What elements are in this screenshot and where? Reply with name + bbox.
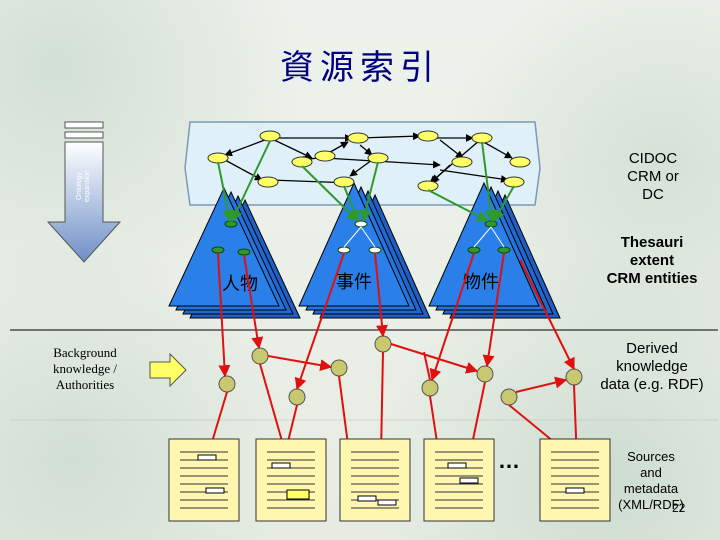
ontology-to-thesauri-links [217, 140, 515, 223]
thesaurus-edges [343, 226, 505, 248]
ellipsis: … [498, 448, 520, 473]
page-title: 資源索引 [280, 48, 440, 88]
cidoc-label-line: CRM or [627, 168, 679, 185]
source-document [168, 438, 240, 522]
ontology-expansion-line: expansion [84, 170, 91, 202]
source-document [539, 438, 611, 522]
thesaurus-label-objects: 物件 [463, 272, 499, 293]
thesauri-label-line: Thesauri [620, 234, 684, 251]
derived-knowledge-label: Derived knowledge data (e.g. RDF) [592, 340, 712, 394]
thesaurus-label-people: 人物 [222, 274, 258, 295]
thesaurus-stack-people [168, 186, 301, 319]
cidoc-label: CIDOC CRM or DC [608, 150, 698, 204]
source-document [255, 438, 327, 522]
thesaurus-nodes [211, 220, 511, 256]
thesaurus-label-events: 事件 [336, 272, 372, 293]
ontology-expansion-label: Ontology expansion [76, 156, 92, 216]
thesauri-label-line: extent [629, 252, 675, 269]
sources-label-line: metadata [623, 481, 679, 496]
source-document [339, 438, 411, 522]
background-label-line: Background [53, 345, 117, 360]
sources-label-line: Sources [627, 449, 675, 464]
ontology-expansion-arrow [46, 121, 122, 263]
ontology-expansion-line: Ontology [76, 171, 83, 201]
background-arrow [149, 352, 187, 388]
source-documents [168, 438, 611, 522]
cidoc-label-line: DC [642, 186, 664, 203]
sources-label-line: (XML/RDF) [618, 497, 684, 512]
derived-label-line: Derived [626, 340, 678, 357]
background-label-line: knowledge / [53, 361, 117, 376]
derived-nodes [218, 335, 583, 406]
derived-label-line: data (e.g. RDF) [600, 376, 704, 393]
thesauri-label-line: CRM entities [606, 270, 698, 287]
source-document [423, 438, 495, 522]
derived-label-line: knowledge [616, 358, 688, 375]
cidoc-label-line: CIDOC [628, 150, 678, 167]
background-label-line: Authorities [55, 377, 115, 392]
thesauri-label: Thesauri extent CRM entities [592, 234, 712, 288]
sources-label-line: and [640, 465, 662, 480]
sources-label: Sources and metadata (XML/RDF) [610, 449, 692, 513]
background-knowledge-label: Background knowledge / Authorities [40, 345, 130, 393]
page-number: 22 [672, 501, 686, 515]
